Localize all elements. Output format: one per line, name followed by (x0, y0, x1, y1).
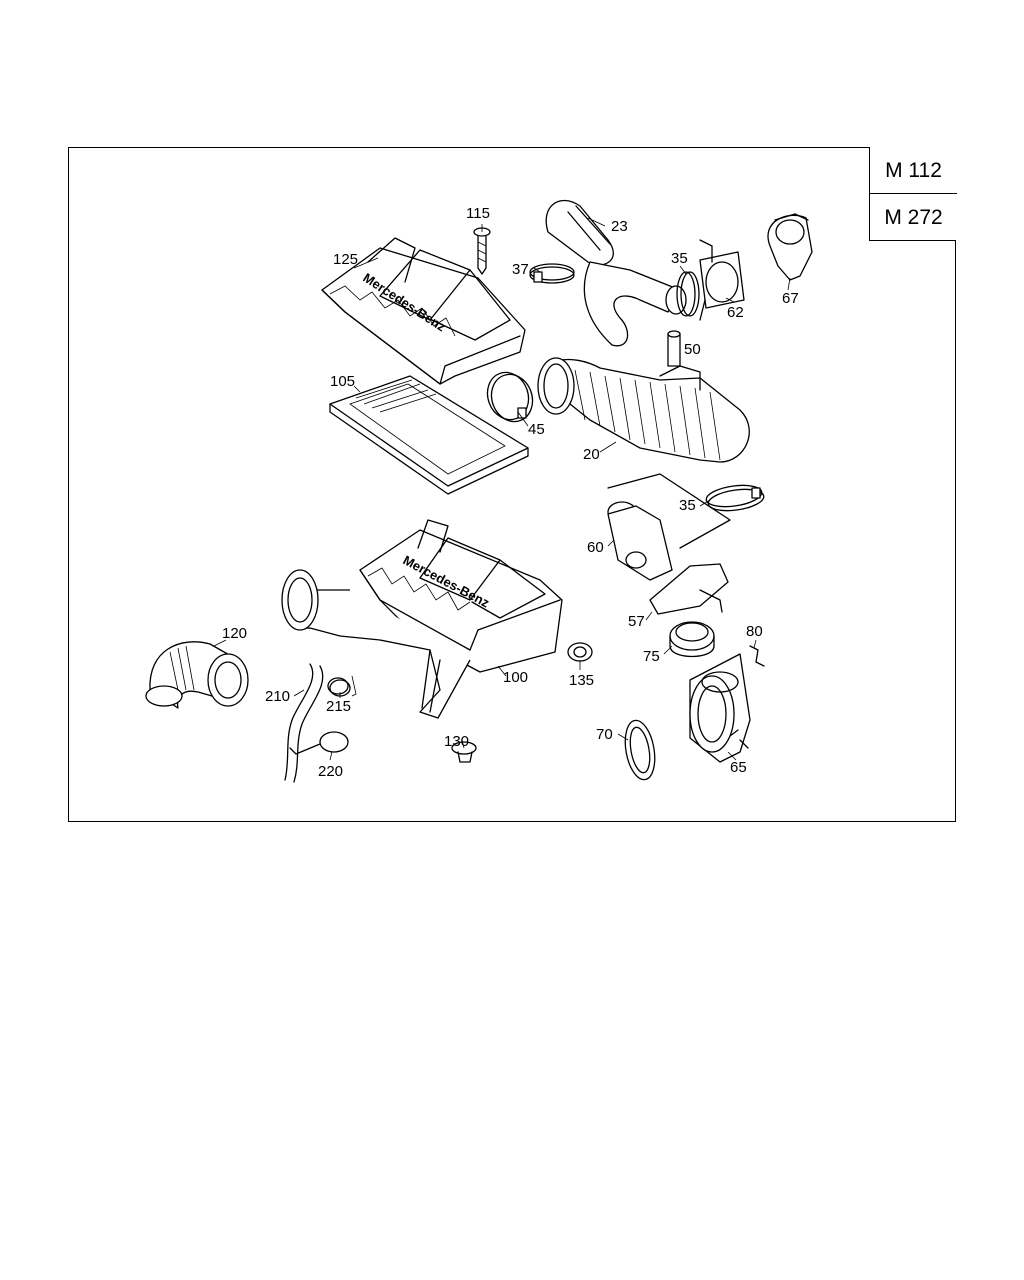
part-20-corrugated-hose (537, 357, 750, 463)
label-215: 215 (326, 698, 351, 715)
label-80: 80 (746, 623, 763, 640)
part-220-strap (289, 731, 349, 755)
part-57-bracket (649, 563, 729, 615)
label-23: 23 (611, 218, 628, 235)
label-65: 65 (730, 759, 747, 776)
leader-lines (213, 217, 791, 761)
label-60: 60 (587, 539, 604, 556)
label-105: 105 (330, 373, 355, 390)
part-115-screw (473, 227, 491, 275)
engine-code-box: M 112 M 272 (869, 147, 957, 241)
part-120-elbow (145, 641, 249, 709)
label-220: 220 (318, 763, 343, 780)
engine-code-m272: M 272 (884, 206, 943, 229)
diagram-frame (68, 147, 956, 822)
label-115: 115 (466, 205, 490, 222)
label-130: 130 (444, 733, 469, 750)
part-125-filter-cover: Mercedes-Benz (321, 237, 526, 385)
label-125: 125 (333, 251, 358, 268)
label-50: 50 (684, 341, 701, 358)
part-35-clamp-middle (705, 484, 765, 512)
part-37-clamp (529, 263, 575, 284)
part-65-throttle-housing (689, 653, 751, 763)
label-120: 120 (222, 625, 247, 642)
engine-code-m112: M 112 (885, 159, 942, 182)
part-45-clamp (486, 371, 534, 423)
part-23-intake-duct (545, 199, 687, 347)
part-60-sensor (607, 473, 731, 581)
part-67-sensor-housing (767, 213, 813, 281)
label-67: 67 (782, 290, 799, 307)
part-70-seal-ring (624, 719, 656, 781)
part-135-grommet (567, 642, 593, 662)
label-70: 70 (596, 726, 613, 743)
label-35-middle: 35 (679, 497, 696, 514)
label-75: 75 (643, 648, 660, 665)
part-35-clamp-upper (676, 271, 700, 317)
label-35-upper: 35 (671, 250, 688, 267)
part-105-filter-element (329, 375, 529, 495)
label-62: 62 (727, 304, 744, 321)
label-57: 57 (628, 613, 645, 630)
part-75-seal-ring (669, 621, 715, 658)
label-100: 100 (503, 669, 528, 686)
part-80-clip (749, 645, 765, 667)
part-215-clamp (327, 677, 351, 697)
part-100-filter-housing: Mercedes-Benz (281, 519, 563, 719)
label-45: 45 (528, 421, 545, 438)
part-50-sleeve (667, 330, 681, 367)
part-210-hose (284, 663, 324, 783)
part-62-air-mass-sensor (699, 239, 745, 321)
label-20: 20 (583, 446, 600, 463)
label-135: 135 (569, 672, 594, 689)
label-210: 210 (265, 688, 290, 705)
label-37: 37 (512, 261, 529, 278)
engine-code-divider (870, 193, 957, 194)
